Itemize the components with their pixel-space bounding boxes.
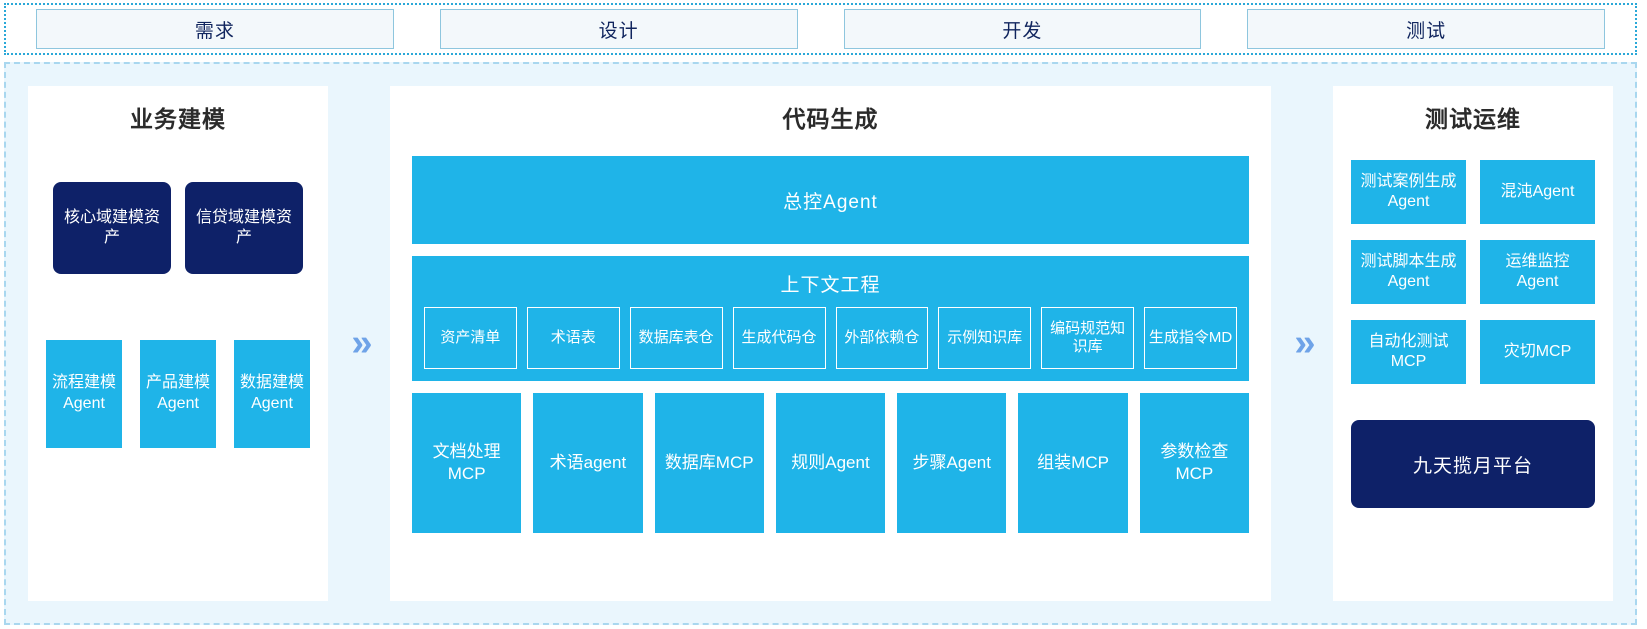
business-agents-row: 流程建模Agent 产品建模Agent 数据建模Agent xyxy=(28,340,328,448)
panel-title-code-generation: 代码生成 xyxy=(782,106,879,132)
phase-box-testing[interactable]: 测试 xyxy=(1247,9,1605,49)
testops-label: 灾切MCP xyxy=(1503,342,1572,360)
ctx-item-label: 编码规范知识库 xyxy=(1050,319,1126,355)
agent-label: 流程建模Agent xyxy=(51,374,116,412)
platform-label: 九天揽月平台 xyxy=(1412,455,1533,477)
tool-rule-agent[interactable]: 规则Agent xyxy=(775,393,886,533)
panel-title-business-modeling: 业务建模 xyxy=(130,106,226,132)
tool-assembly-mcp[interactable]: 组装MCP xyxy=(1018,393,1128,533)
ctx-item-glossary[interactable]: 术语表 xyxy=(526,307,620,369)
testops-test-case-generation-agent[interactable]: 测试案例生成Agent xyxy=(1351,160,1466,224)
asset-label: 核心域建模资产 xyxy=(63,209,160,246)
tool-document-processing-mcp[interactable]: 文档处理MCP xyxy=(412,393,522,533)
agent-process-modeling[interactable]: 流程建模Agent xyxy=(46,340,122,448)
testops-label: 混沌Agent xyxy=(1500,182,1575,200)
tool-database-mcp[interactable]: 数据库MCP xyxy=(654,393,764,533)
chevron-right-icon-1: » xyxy=(351,322,372,364)
context-engineering-row: 资产清单 术语表 数据库表仓 生成代码仓 外部依赖仓 示例知识库 编码规范知识库… xyxy=(424,307,1237,369)
ctx-item-generated-code-repo[interactable]: 生成代码仓 xyxy=(732,307,826,369)
ctx-item-db-table-repo[interactable]: 数据库表仓 xyxy=(629,307,723,369)
ctx-item-label: 外部依赖仓 xyxy=(844,328,920,346)
ctx-item-label: 资产清单 xyxy=(440,328,501,346)
ctx-item-label: 生成代码仓 xyxy=(741,328,817,346)
panel-test-ops: 测试运维 测试案例生成Agent 混沌Agent 测试脚本生成Agent 运维监… xyxy=(1333,86,1613,601)
testops-chaos-agent[interactable]: 混沌Agent xyxy=(1480,160,1595,224)
phase-label: 需求 xyxy=(194,20,235,42)
phase-strip: 需求 设计 开发 测试 xyxy=(4,3,1637,55)
context-engineering-block: 上下文工程 资产清单 术语表 数据库表仓 生成代码仓 外部依赖仓 示例知识库 编… xyxy=(412,256,1249,381)
business-assets-row: 核心域建模资产 信贷域建模资产 xyxy=(28,182,328,274)
phase-box-requirements[interactable]: 需求 xyxy=(36,9,394,49)
tool-glossary-agent[interactable]: 术语agent xyxy=(533,393,643,533)
master-agent-bar[interactable]: 总控Agent xyxy=(412,156,1249,244)
testops-label: 测试案例生成Agent xyxy=(1360,172,1457,210)
context-engineering-title: 上下文工程 xyxy=(780,275,881,296)
asset-label: 信贷域建模资产 xyxy=(195,209,292,246)
tool-label: 规则Agent xyxy=(791,452,870,472)
testops-label: 自动化测试MCP xyxy=(1368,332,1449,370)
testops-label: 测试脚本生成Agent xyxy=(1360,252,1457,290)
asset-credit-domain[interactable]: 信贷域建模资产 xyxy=(185,182,303,274)
ctx-item-external-dependency-repo[interactable]: 外部依赖仓 xyxy=(835,307,929,369)
ctx-item-generation-instruction-md[interactable]: 生成指令MD xyxy=(1144,307,1237,369)
testops-automation-test-mcp[interactable]: 自动化测试MCP xyxy=(1351,320,1466,384)
agent-label: 数据建模Agent xyxy=(239,374,304,412)
ctx-item-label: 生成指令MD xyxy=(1148,328,1233,346)
ctx-item-label: 示例知识库 xyxy=(947,328,1023,346)
platform-jiutian-lanyue[interactable]: 九天揽月平台 xyxy=(1351,420,1595,508)
tool-label: 参数检查MCP xyxy=(1160,441,1229,483)
phase-box-development[interactable]: 开发 xyxy=(843,9,1202,49)
panel-title-test-ops: 测试运维 xyxy=(1425,106,1521,132)
agent-label: 产品建模Agent xyxy=(145,374,210,412)
tool-label: 术语agent xyxy=(549,452,627,472)
phase-label: 开发 xyxy=(1002,20,1043,42)
tool-label: 数据库MCP xyxy=(664,452,754,472)
tool-label: 组装MCP xyxy=(1037,452,1109,472)
panel-code-generation: 代码生成 总控Agent 上下文工程 资产清单 术语表 数据库表仓 生成代码仓 … xyxy=(390,86,1271,601)
testops-test-script-generation-agent[interactable]: 测试脚本生成Agent xyxy=(1351,240,1466,304)
agent-data-modeling[interactable]: 数据建模Agent xyxy=(234,340,310,448)
phase-label: 测试 xyxy=(1406,20,1447,42)
ctx-item-coding-standard-knowledge-base[interactable]: 编码规范知识库 xyxy=(1041,307,1135,369)
tool-label: 步骤Agent xyxy=(912,452,991,472)
phase-box-design[interactable]: 设计 xyxy=(439,9,798,49)
ctx-item-label: 术语表 xyxy=(550,328,596,346)
tool-parameter-check-mcp[interactable]: 参数检查MCP xyxy=(1139,393,1249,533)
chevron-right-icon-2: » xyxy=(1294,322,1315,364)
phase-label: 设计 xyxy=(598,20,639,42)
tools-row: 文档处理MCP 术语agent 数据库MCP 规则Agent 步骤Agent 组… xyxy=(412,393,1249,533)
panel-business-modeling: 业务建模 核心域建模资产 信贷域建模资产 流程建模Agent 产品建模Agent… xyxy=(28,86,328,601)
agent-product-modeling[interactable]: 产品建模Agent xyxy=(140,340,216,448)
main-container: 业务建模 核心域建模资产 信贷域建模资产 流程建模Agent 产品建模Agent… xyxy=(4,62,1637,625)
test-ops-grid: 测试案例生成Agent 混沌Agent 测试脚本生成Agent 运维监控Agen… xyxy=(1333,160,1613,384)
ctx-item-example-knowledge-base[interactable]: 示例知识库 xyxy=(938,307,1032,369)
master-agent-label: 总控Agent xyxy=(783,191,878,213)
testops-disaster-switch-mcp[interactable]: 灾切MCP xyxy=(1480,320,1595,384)
asset-core-domain[interactable]: 核心域建模资产 xyxy=(53,182,171,274)
ctx-item-asset-list[interactable]: 资产清单 xyxy=(424,307,517,369)
testops-label: 运维监控Agent xyxy=(1505,252,1570,290)
ctx-item-label: 数据库表仓 xyxy=(638,328,714,346)
tool-label: 文档处理MCP xyxy=(432,441,501,483)
tool-step-agent[interactable]: 步骤Agent xyxy=(897,393,1007,533)
testops-ops-monitoring-agent[interactable]: 运维监控Agent xyxy=(1480,240,1595,304)
